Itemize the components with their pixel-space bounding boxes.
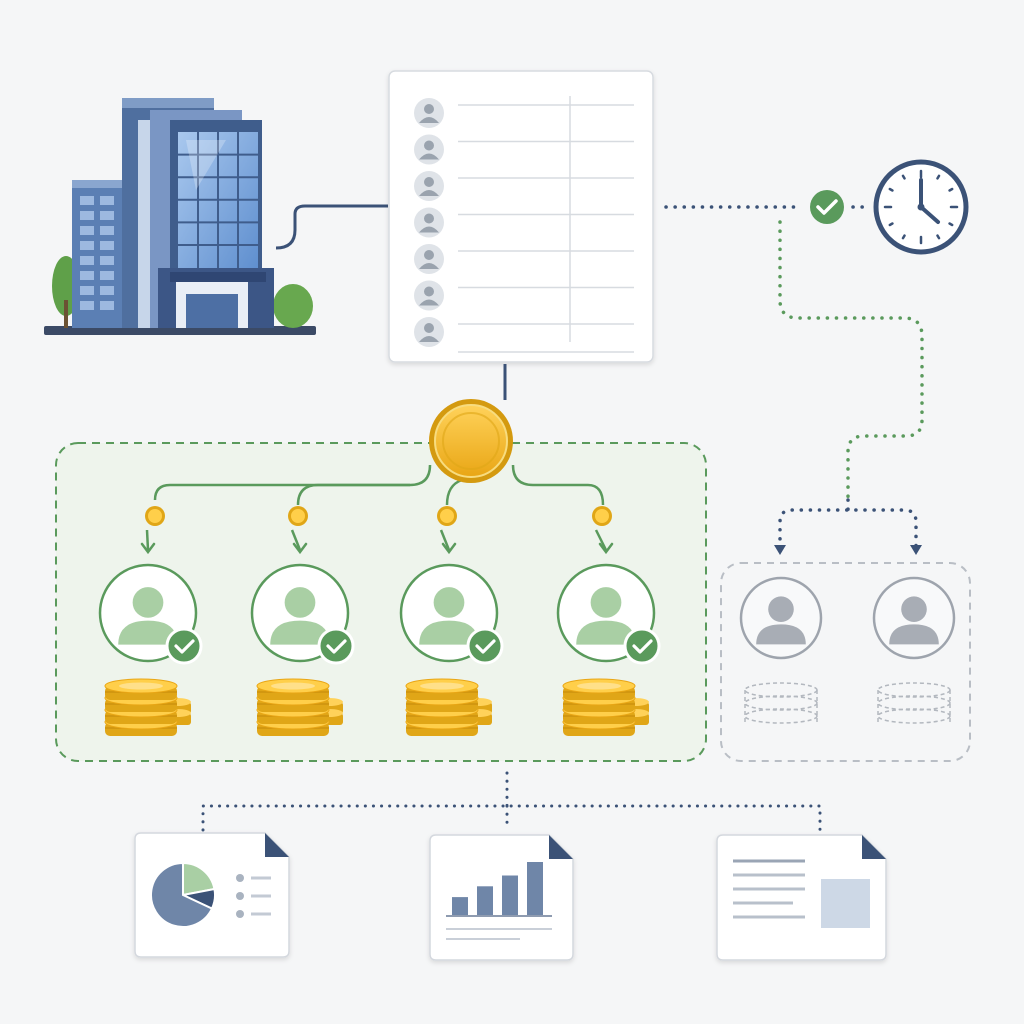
employee-roster-document — [388, 70, 654, 363]
arrow-down-icon — [140, 529, 156, 555]
report-bar — [477, 886, 493, 916]
paid-recipient — [556, 506, 661, 736]
arrow-down-icon — [774, 545, 786, 555]
text-lines-icon — [733, 859, 870, 928]
employee-avatar-icon — [414, 134, 444, 165]
employee-avatar-icon — [414, 280, 444, 311]
pending-avatar-icon — [872, 576, 956, 660]
pending-group-panel — [720, 562, 971, 762]
report-bar — [502, 875, 518, 916]
check-icon — [466, 627, 504, 665]
small-coin-icon — [145, 506, 165, 526]
empty-coin-stack-icon — [877, 682, 951, 724]
report-document — [716, 834, 887, 961]
roster-row — [414, 207, 634, 238]
arrow-down-icon — [594, 529, 614, 555]
empty-coin-stack-icon — [744, 682, 818, 724]
clock-icon — [873, 159, 969, 255]
reports-dotted-connector — [201, 771, 822, 832]
coin-stack-icon — [405, 678, 492, 736]
employee-avatar-icon — [414, 317, 444, 347]
office-building-icon — [44, 98, 316, 335]
coin-stack-icon — [562, 678, 649, 736]
distribution-branch — [153, 464, 432, 501]
check-icon — [623, 627, 661, 665]
employee-avatar-icon — [414, 98, 444, 128]
small-coin-icon — [288, 506, 308, 526]
pie-chart-icon — [150, 861, 271, 928]
coin-stack-icon — [104, 678, 191, 736]
bar-chart-icon — [446, 862, 552, 940]
arrow-down-icon — [439, 529, 457, 555]
roster-row — [414, 171, 634, 201]
recipient-avatar-icon — [250, 563, 350, 663]
arrow-down-icon — [910, 545, 922, 555]
payroll-coin-icon — [429, 399, 513, 483]
roster-row — [414, 244, 634, 274]
roster-row — [414, 317, 634, 353]
building-to-roster-connector — [275, 204, 388, 250]
paid-recipient — [399, 506, 504, 736]
employee-avatar-icon — [414, 171, 444, 201]
arrow-down-icon — [290, 529, 308, 555]
report-bar — [527, 862, 543, 916]
pending-recipient — [872, 576, 956, 724]
report-document — [429, 834, 574, 961]
schedule-to-pending-dotted-path — [778, 220, 924, 502]
roster-row — [414, 280, 634, 311]
roster-row — [414, 134, 634, 165]
coin-stack-icon — [256, 678, 343, 736]
employee-avatar-icon — [414, 244, 444, 274]
employee-avatar-icon — [414, 207, 444, 238]
paid-group-panel — [55, 442, 707, 762]
paid-recipient — [98, 506, 203, 736]
check-icon — [317, 627, 355, 665]
schedule-check-icon — [810, 190, 844, 224]
check-icon — [165, 627, 203, 665]
small-coin-icon — [592, 506, 612, 526]
paid-recipient — [250, 506, 355, 736]
pending-avatar-icon — [739, 576, 823, 660]
pending-recipient — [739, 576, 823, 724]
report-document — [134, 832, 290, 958]
small-coin-icon — [437, 506, 457, 526]
roster-row — [414, 98, 634, 128]
report-bar — [452, 897, 468, 916]
